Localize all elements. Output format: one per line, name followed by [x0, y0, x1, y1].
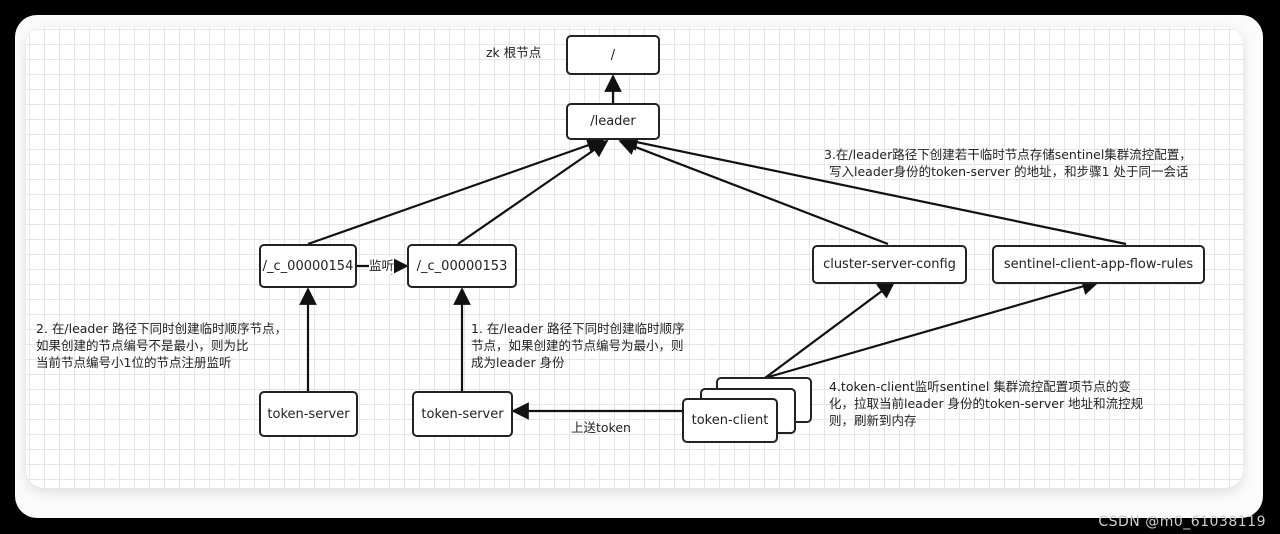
node-sentinel-client-app-flow-rules[interactable]: sentinel-client-app-flow-rules — [992, 245, 1205, 284]
node-token-server-right[interactable]: token-server — [412, 391, 513, 437]
watermark: CSDN @m0_61038119 — [1098, 514, 1266, 530]
note-step-3-line: 写入leader身份的token-server 的地址，和步骤1 处于同一会话 — [829, 164, 1189, 179]
note-step-2-line: 当前节点编号小1位的节点注册监听 — [36, 355, 232, 370]
node-c-00000154[interactable]: /_c_00000154 — [259, 244, 357, 288]
node-c-00000153[interactable]: /_c_00000153 — [407, 244, 517, 288]
note-step-2: 2. 在/leader 路径下同时创建临时顺序节点， 如果创建的节点编号不是最小… — [36, 320, 287, 371]
note-step-1-line: 节点，如果创建的节点编号为最小，则 — [471, 338, 684, 353]
note-step-1-line: 成为leader 身份 — [471, 355, 565, 370]
node-token-server-left[interactable]: token-server — [259, 391, 358, 437]
zk-root-label: zk 根节点 — [486, 45, 542, 60]
note-step-4-line: 4.token-client监听sentinel 集群流控配置项节点的变 — [829, 379, 1131, 394]
note-step-2-line: 2. 在/leader 路径下同时创建临时顺序节点， — [36, 321, 288, 336]
node-token-client[interactable]: token-client — [682, 398, 778, 443]
watch-label: 监听 — [369, 257, 395, 274]
note-step-1: 1. 在/leader 路径下同时创建临时顺序 节点，如果创建的节点编号为最小，… — [471, 320, 685, 371]
note-step-4-line: 化，拉取当前leader 身份的token-server 地址和流控规 — [829, 396, 1144, 411]
note-step-3-line: 3.在/leader路径下创建若干临时节点存储sentinel集群流控配置， — [824, 147, 1192, 162]
node-root[interactable]: / — [566, 35, 660, 75]
note-step-4: 4.token-client监听sentinel 集群流控配置项节点的变 化，拉… — [829, 378, 1143, 429]
note-step-3: 3.在/leader路径下创建若干临时节点存储sentinel集群流控配置， 写… — [824, 146, 1192, 180]
send-token-label: 上送token — [571, 420, 631, 435]
node-leader[interactable]: /leader — [566, 103, 660, 140]
note-step-2-line: 如果创建的节点编号不是最小，则为比 — [36, 338, 249, 353]
node-cluster-server-config[interactable]: cluster-server-config — [812, 245, 967, 284]
note-step-4-line: 则，刷新到内存 — [829, 413, 917, 428]
note-step-1-line: 1. 在/leader 路径下同时创建临时顺序 — [471, 321, 685, 336]
